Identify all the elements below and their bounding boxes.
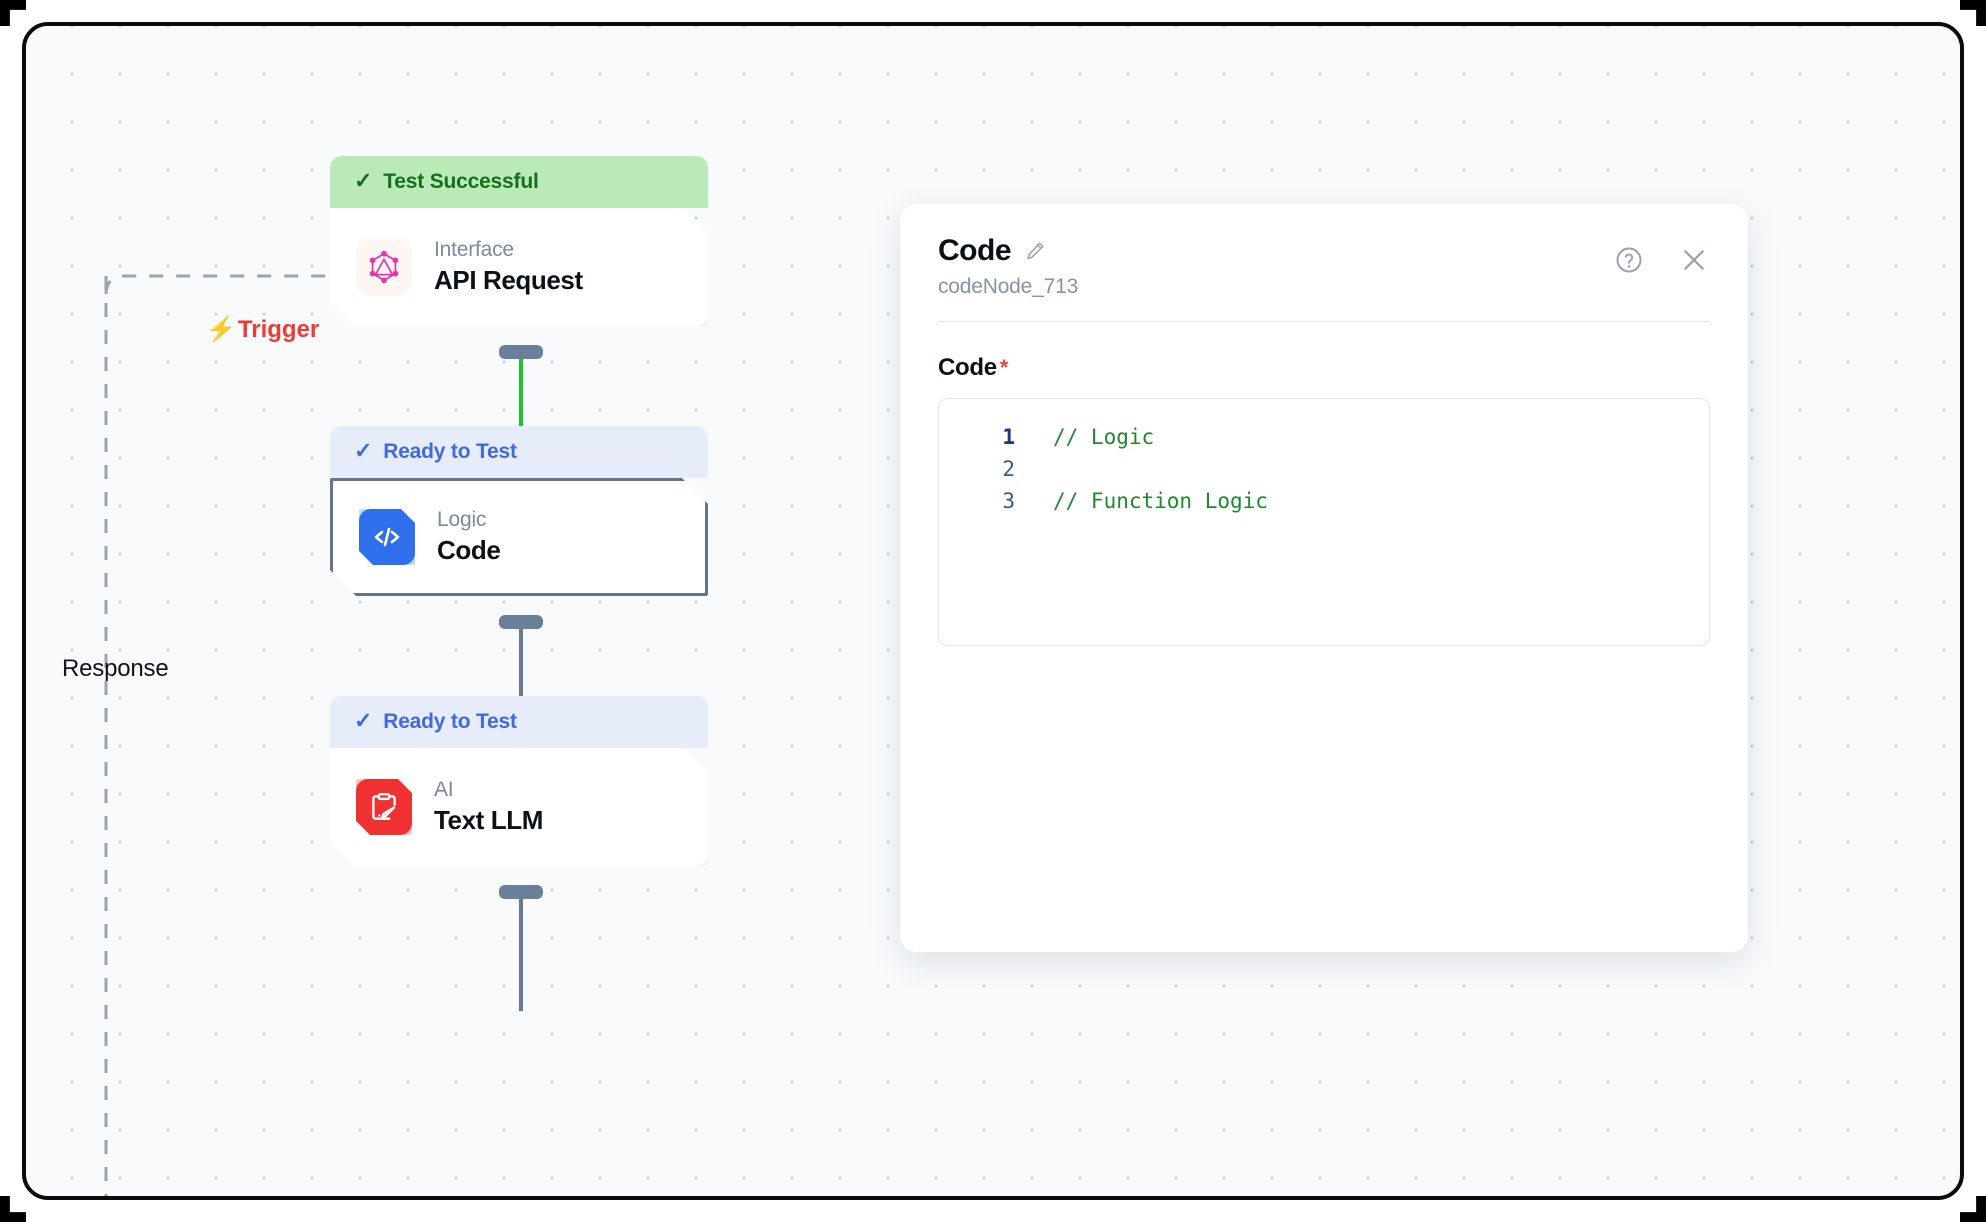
- status-text: Ready to Test: [383, 440, 517, 463]
- check-icon: ✓: [354, 168, 373, 193]
- status-text: Ready to Test: [383, 710, 517, 733]
- clipboard-pencil-icon: [356, 779, 412, 835]
- lightning-bolt-icon: ⚡: [206, 316, 236, 343]
- status-text: Test Successful: [383, 170, 539, 193]
- panel-subtitle-node-id: codeNode_713: [938, 275, 1079, 298]
- connector-handle-source[interactable]: [499, 615, 543, 629]
- question-circle-icon[interactable]: [1614, 245, 1644, 275]
- code-line: 1 // Logic: [949, 421, 1699, 453]
- code-editor[interactable]: 1 // Logic 2 3 // Function Logic: [938, 398, 1710, 646]
- status-badge-ready-to-test: ✓ Ready to Test: [330, 696, 708, 748]
- panel-title-row: Code: [938, 234, 1710, 268]
- corner-mark-bottom-right: [1960, 1196, 1986, 1222]
- panel-header: Code codeNode_713: [938, 234, 1710, 299]
- node-title-label: API Request: [434, 265, 583, 295]
- panel-actions: [1614, 244, 1710, 276]
- node-title-label: Text LLM: [434, 805, 543, 835]
- node-kind-label: AI: [434, 778, 454, 801]
- workflow-node-api-request[interactable]: ✓ Test Successful: [330, 156, 708, 326]
- corner-mark-bottom-left: [0, 1196, 26, 1222]
- pencil-icon[interactable]: [1024, 240, 1046, 262]
- trigger-label-text: Trigger: [237, 316, 320, 343]
- line-source: // Function Logic: [1053, 489, 1268, 514]
- node-kind-label: Interface: [434, 238, 514, 261]
- code-line: 3 // Function Logic: [949, 485, 1699, 517]
- workflow-node-text-llm[interactable]: ✓ Ready to Test: [330, 696, 708, 866]
- node-text: AI Text LLM: [434, 778, 543, 836]
- required-marker: *: [999, 355, 1009, 380]
- node-card[interactable]: Interface API Request: [330, 208, 708, 326]
- close-icon[interactable]: [1678, 244, 1710, 276]
- node-text: Interface API Request: [434, 238, 583, 296]
- connector-line: [519, 621, 523, 733]
- response-label: Response: [62, 655, 169, 682]
- node-card[interactable]: AI Text LLM: [330, 748, 708, 866]
- connector-text-llm-outgoing[interactable]: [499, 885, 543, 1011]
- code-line: 2: [949, 453, 1699, 485]
- status-badge-test-successful: ✓ Test Successful: [330, 156, 708, 208]
- code-field-label: Code*: [938, 354, 1710, 382]
- connector-line: [519, 891, 523, 1011]
- workflow-canvas[interactable]: ⚡ Trigger Response: [26, 26, 1960, 1196]
- trigger-label: ⚡ Trigger: [206, 316, 319, 344]
- node-title-label: Code: [437, 535, 501, 565]
- graphql-icon: [356, 239, 412, 295]
- code-brackets-icon: [359, 509, 415, 565]
- status-badge-ready-to-test: ✓ Ready to Test: [330, 426, 708, 478]
- check-icon: ✓: [354, 708, 373, 733]
- check-icon: ✓: [354, 438, 373, 463]
- line-number: 3: [1002, 489, 1015, 514]
- connector-line: [519, 351, 523, 463]
- node-detail-panel: Code codeNode_713: [900, 204, 1748, 952]
- panel-title: Code: [938, 234, 1012, 267]
- code-field-label-text: Code: [938, 354, 997, 381]
- line-number: 1: [1002, 425, 1015, 449]
- node-card[interactable]: Logic Code: [330, 478, 708, 596]
- corner-mark-top-left: [0, 0, 26, 26]
- corner-mark-top-right: [1960, 0, 1986, 26]
- node-text: Logic Code: [437, 508, 500, 566]
- canvas-frame: ⚡ Trigger Response: [22, 22, 1964, 1200]
- connector-handle-source[interactable]: [499, 885, 543, 899]
- workflow-node-code[interactable]: ✓ Ready to Test Logi: [330, 426, 708, 596]
- line-source: // Logic: [1053, 425, 1155, 449]
- panel-divider: [938, 321, 1710, 322]
- connector-handle-source[interactable]: [499, 345, 543, 359]
- node-kind-label: Logic: [437, 508, 487, 531]
- line-number: 2: [1002, 457, 1015, 482]
